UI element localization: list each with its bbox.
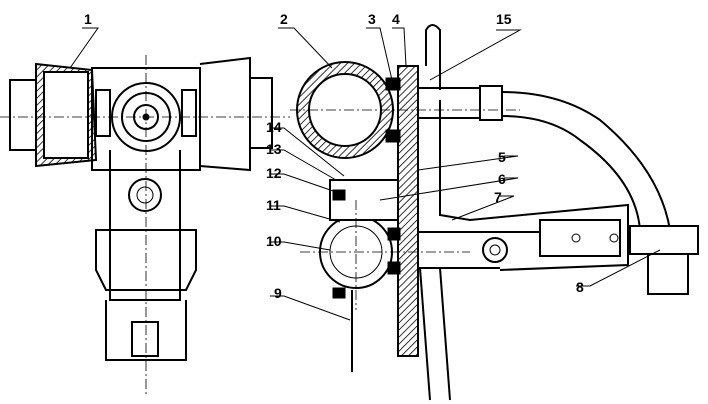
bracket-arm xyxy=(439,100,629,271)
horizontal-pipe xyxy=(418,87,480,119)
callout-9: 9 xyxy=(274,285,282,301)
hose-inner xyxy=(501,115,641,231)
left-view xyxy=(0,55,290,395)
hose-lower-end xyxy=(647,253,689,295)
callout-10: 10 xyxy=(266,233,282,249)
leader-lines xyxy=(69,27,661,321)
bolt-head-low xyxy=(387,261,401,275)
callout-8: 8 xyxy=(576,279,584,295)
lower-arm-pin-inner xyxy=(489,244,501,256)
leader-3 xyxy=(366,27,393,81)
leader-4 xyxy=(392,27,407,67)
nut-upper xyxy=(332,189,346,201)
leader-10 xyxy=(270,241,331,251)
callout-1: 1 xyxy=(84,11,92,27)
callout-3: 3 xyxy=(368,11,376,27)
bottom-slot xyxy=(131,321,159,357)
leader-6 xyxy=(379,177,519,201)
plate-tail xyxy=(419,267,451,401)
lower-bracket xyxy=(95,229,197,291)
lower-arm xyxy=(418,231,540,269)
callout-4: 4 xyxy=(392,11,400,27)
leader-13 xyxy=(270,149,337,181)
callout-6: 6 xyxy=(498,171,506,187)
callout-15: 15 xyxy=(496,11,512,27)
leader-7 xyxy=(451,195,515,221)
right-bolt xyxy=(181,89,197,137)
leader-8 xyxy=(576,249,661,287)
callout-labels: 1 2 3 4 5 6 7 8 9 10 11 12 13 14 15 xyxy=(84,11,584,301)
callout-12: 12 xyxy=(266,165,282,181)
leader-14 xyxy=(270,127,345,177)
leader-15 xyxy=(429,29,522,81)
callout-11: 11 xyxy=(266,197,281,213)
sleeve-inner xyxy=(43,71,89,159)
bolt-head-mid xyxy=(387,227,401,241)
leader-1 xyxy=(69,27,99,69)
pipe-coupling xyxy=(479,85,503,121)
arm-pin-circle xyxy=(128,178,162,212)
right-pipe-end xyxy=(249,77,273,149)
vertical-arm xyxy=(109,150,181,301)
leader-11 xyxy=(270,205,341,223)
right-pipe-cone xyxy=(199,56,251,172)
right-view xyxy=(290,24,699,401)
bolt-head-3 xyxy=(385,77,401,91)
hose-outer xyxy=(501,91,671,231)
lower-arm-pin xyxy=(482,237,508,263)
bolt-head-4 xyxy=(385,129,401,143)
bracket-hole-1 xyxy=(571,233,581,243)
bracket-hole-2 xyxy=(609,233,619,243)
bracket-box xyxy=(539,219,621,257)
arm-pin-inner xyxy=(136,186,154,204)
hose-end-fitting xyxy=(629,225,699,255)
top-hook xyxy=(425,24,441,90)
left-bolt xyxy=(95,89,111,137)
leader-9 xyxy=(270,295,351,321)
clamp-body xyxy=(91,67,201,171)
vertical-plate xyxy=(397,65,419,357)
callout-14: 14 xyxy=(266,119,282,135)
leader-12 xyxy=(270,173,337,193)
bottom-hook xyxy=(105,300,187,361)
leader-5 xyxy=(417,155,519,171)
callout-5: 5 xyxy=(498,149,506,165)
nut-lower xyxy=(332,287,346,299)
leader-2 xyxy=(278,27,333,69)
callout-7: 7 xyxy=(494,189,502,205)
callout-2: 2 xyxy=(280,11,288,27)
callout-13: 13 xyxy=(266,141,282,157)
